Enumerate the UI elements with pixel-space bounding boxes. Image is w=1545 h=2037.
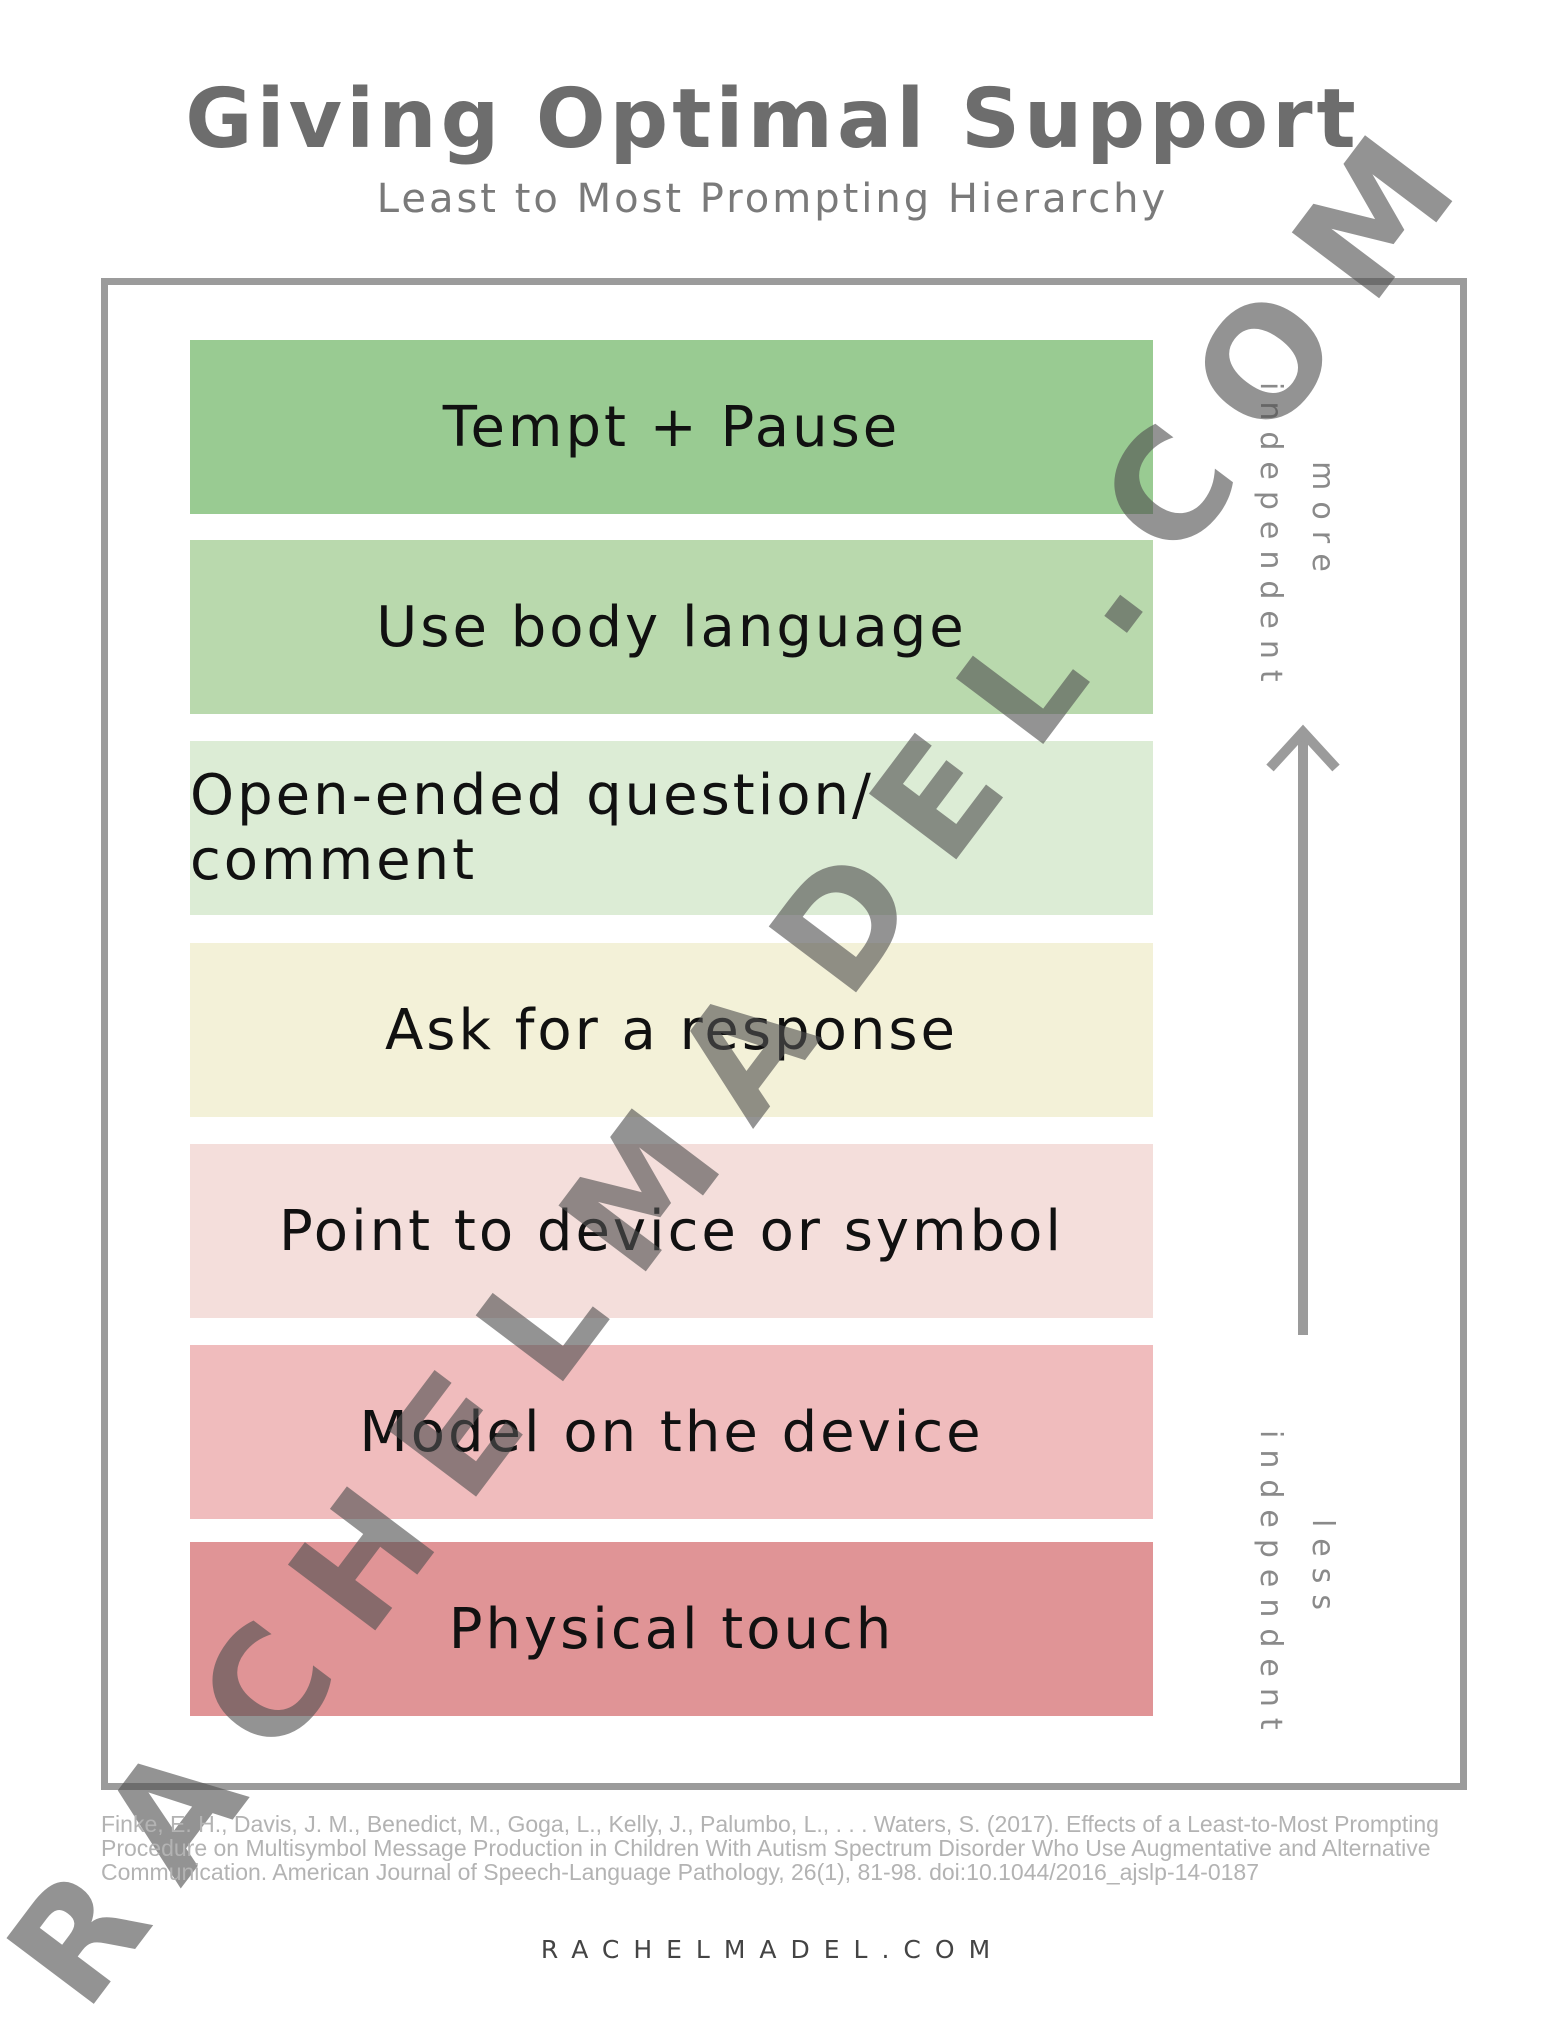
step-ask-for-response: Ask for a response <box>190 943 1153 1117</box>
step-point-to-device: Point to device or symbol <box>190 1144 1153 1318</box>
less-label: less <box>1305 1518 1340 1622</box>
step-label: Open-ended question/ comment <box>190 763 874 893</box>
less-independent-label: less independent <box>1244 1430 1348 1741</box>
hierarchy-frame <box>101 278 1467 1790</box>
step-body-language: Use body language <box>190 540 1153 714</box>
step-label: Physical touch <box>448 1596 895 1662</box>
page-subtitle: Least to Most Prompting Hierarchy <box>376 176 1169 222</box>
citation: Finke, E. H., Davis, J. M., Benedict, M.… <box>101 1811 1439 1885</box>
step-label: Tempt + Pause <box>442 394 901 460</box>
step-label: Model on the device <box>359 1399 984 1465</box>
independent-label-bottom: independent <box>1253 1430 1288 1741</box>
step-label: Use body language <box>376 594 967 660</box>
arrow-up-icon <box>1266 724 1340 1335</box>
step-label: Point to device or symbol <box>279 1198 1064 1264</box>
step-tempt-pause: Tempt + Pause <box>190 340 1153 514</box>
step-label: Ask for a response <box>385 997 958 1063</box>
step-physical-touch: Physical touch <box>190 1542 1153 1716</box>
step-open-ended-question: Open-ended question/ comment <box>190 741 1153 915</box>
step-model-on-device: Model on the device <box>190 1345 1153 1519</box>
footer-website: RACHELMADEL.COM <box>540 1935 1005 1964</box>
page-title: Giving Optimal Support <box>185 72 1360 167</box>
